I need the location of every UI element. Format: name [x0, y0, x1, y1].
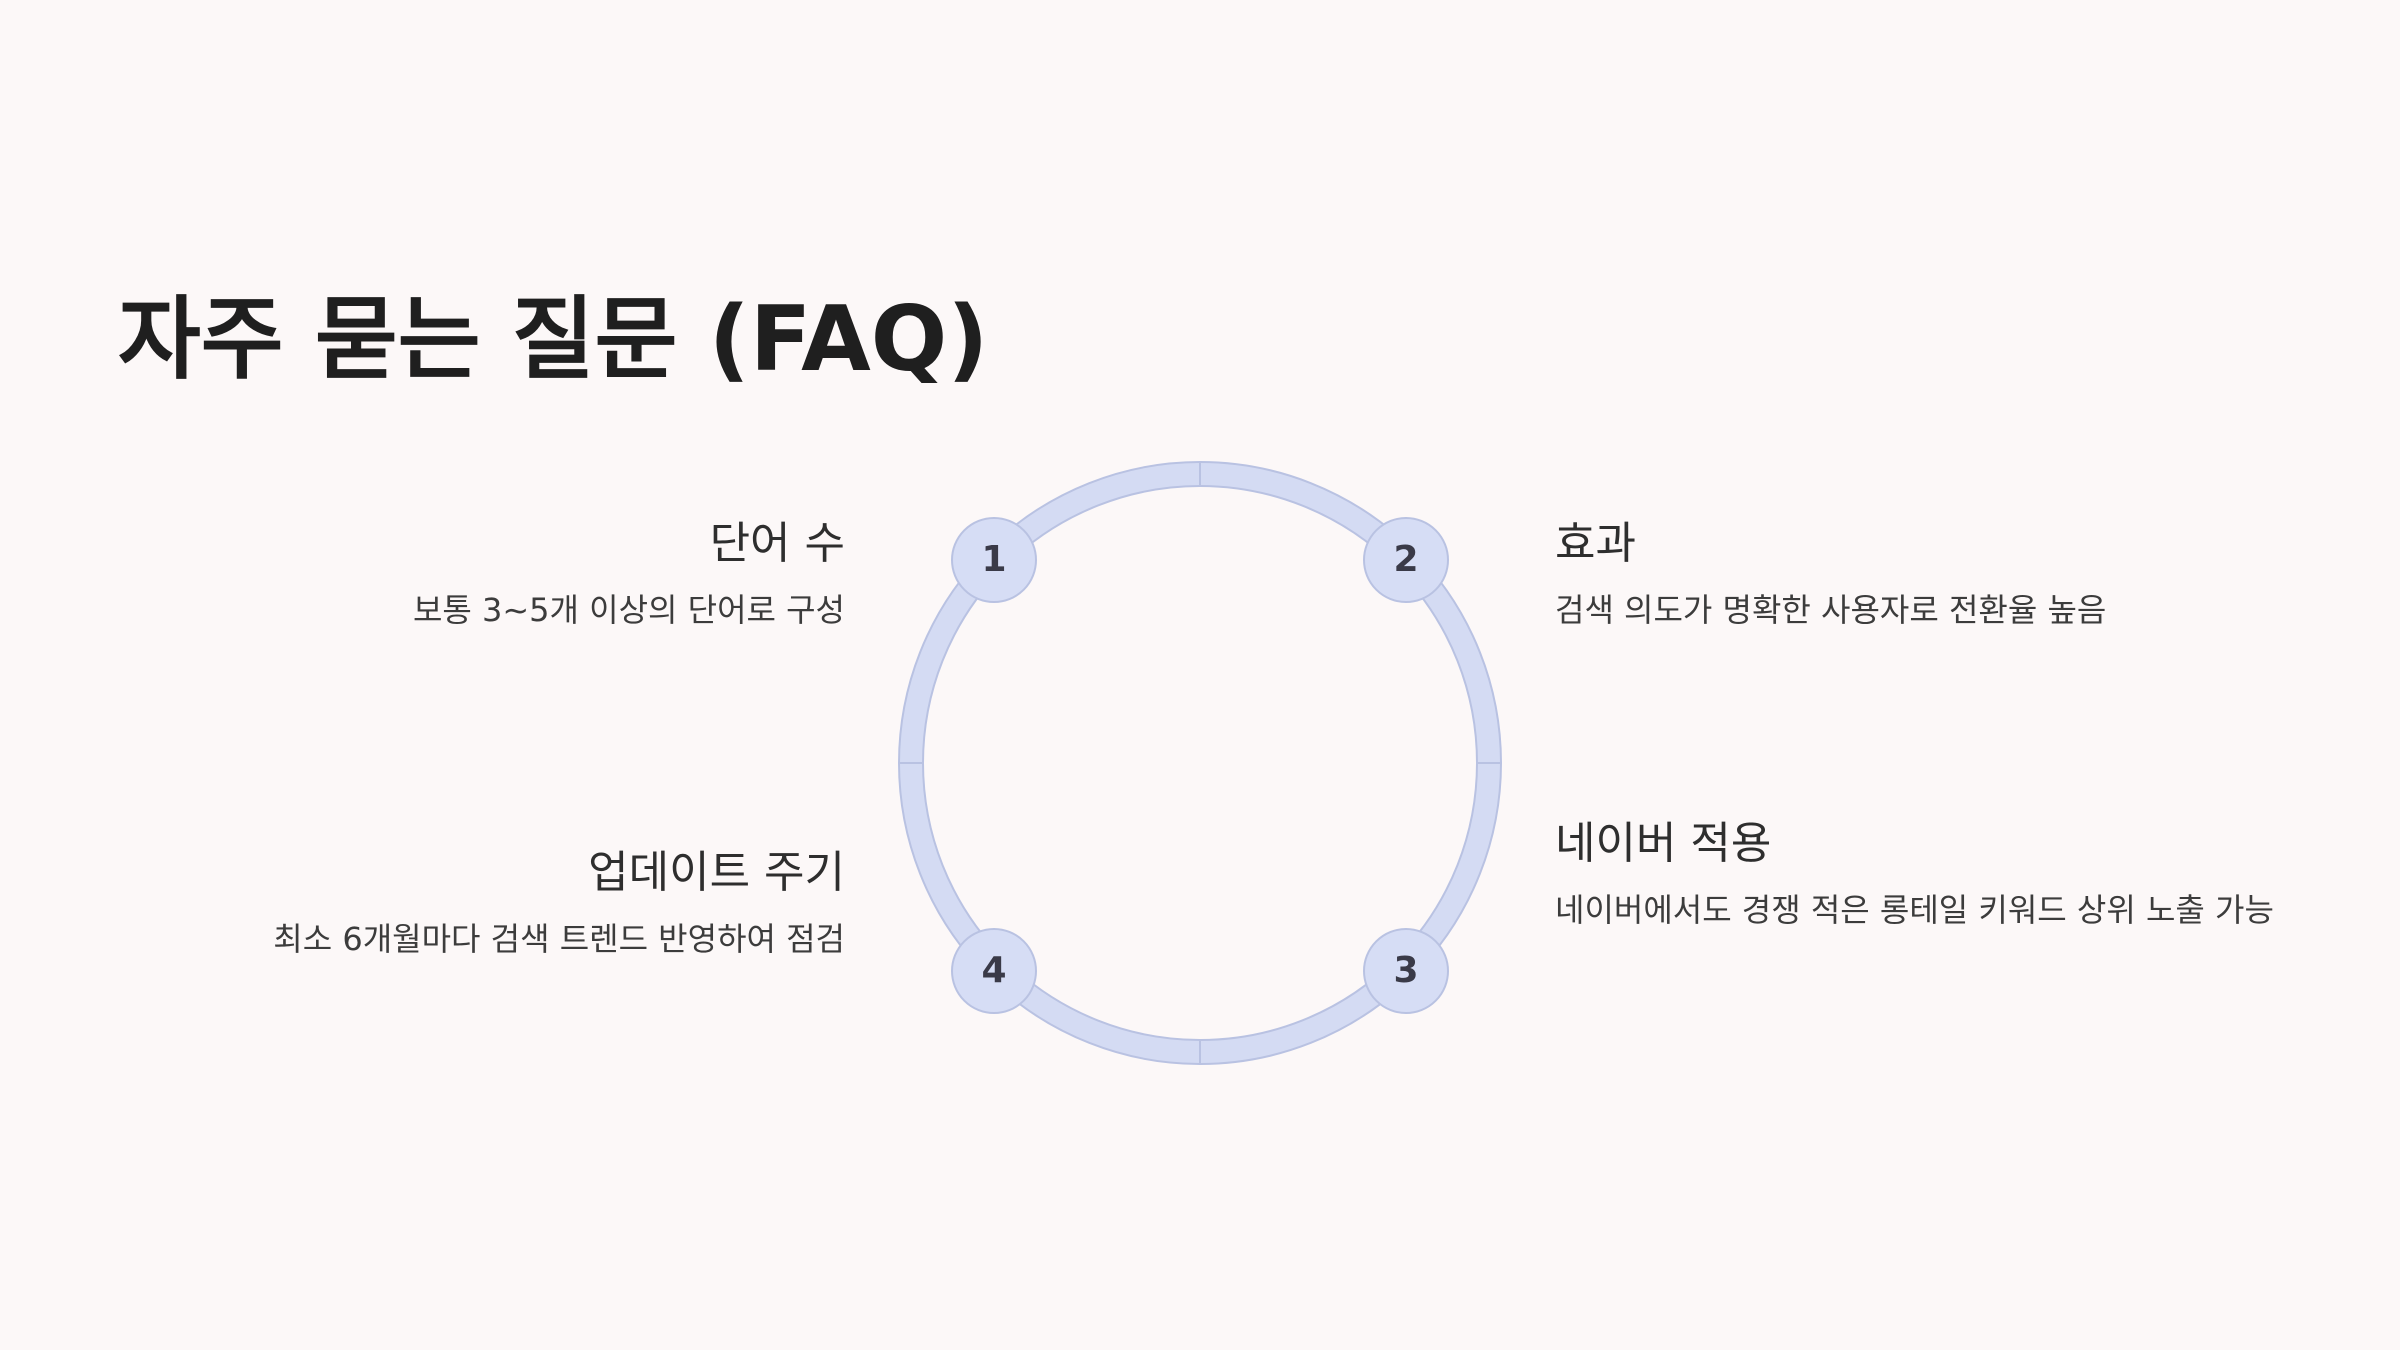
faq-item-description: 네이버에서도 경쟁 적은 롱테일 키워드 상위 노출 가능: [1555, 891, 2274, 929]
faq-item-description: 최소 6개월마다 검색 트렌드 반영하여 점검: [273, 920, 845, 958]
faq-item-word-count: 단어 수 보통 3~5개 이상의 단어로 구성: [225, 516, 845, 636]
step-node-1-number: 1: [981, 539, 1006, 580]
faq-item-update-cycle: 업데이트 주기 최소 6개월마다 검색 트렌드 반영하여 점검: [145, 845, 845, 965]
faq-item-description: 보통 3~5개 이상의 단어로 구성: [412, 591, 845, 629]
page-title: 자주 묻는 질문 (FAQ): [118, 287, 989, 392]
faq-item-effect: 효과 검색 의도가 명확한 사용자로 전환율 높음: [1555, 516, 2315, 636]
faq-item-naver: 네이버 적용 네이버에서도 경쟁 적은 롱테일 키워드 상위 노출 가능: [1555, 816, 2300, 936]
faq-item-heading: 단어 수: [709, 518, 845, 569]
step-node-4: 4: [951, 928, 1037, 1014]
faq-item-description: 검색 의도가 명확한 사용자로 전환율 높음: [1555, 591, 2107, 629]
step-node-2-number: 2: [1393, 539, 1418, 580]
step-node-3-number: 3: [1393, 950, 1418, 991]
step-node-4-number: 4: [981, 950, 1006, 991]
step-node-2: 2: [1363, 517, 1449, 603]
faq-item-heading: 업데이트 주기: [588, 847, 845, 898]
faq-item-heading: 네이버 적용: [1555, 818, 1772, 869]
faq-item-heading: 효과: [1555, 518, 1636, 569]
step-node-3: 3: [1363, 928, 1449, 1014]
step-node-1: 1: [951, 517, 1037, 603]
